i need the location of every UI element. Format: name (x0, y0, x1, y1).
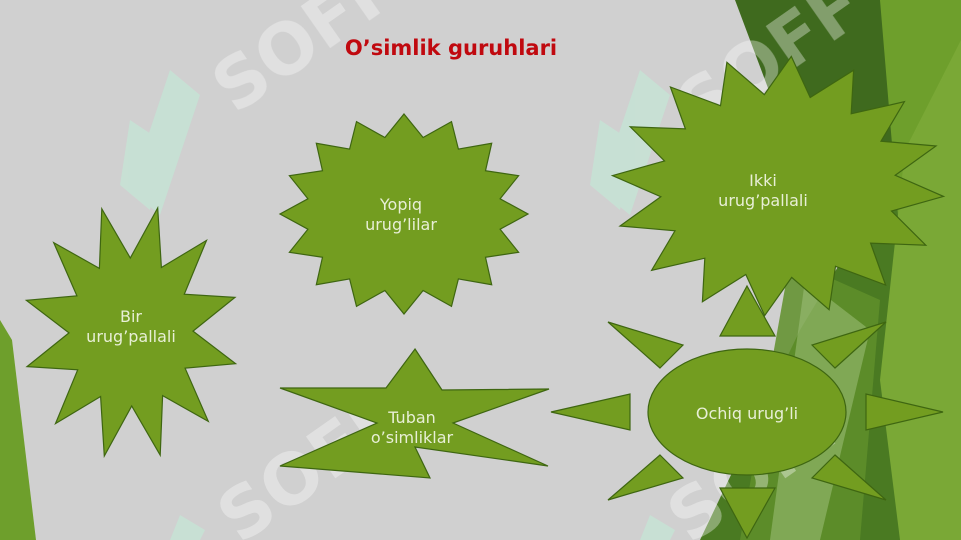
label-ochiq: Ochiq urug’li (677, 404, 817, 424)
label-tuban-line1: Tuban (388, 408, 436, 427)
star-ikki-shape (610, 55, 946, 317)
triangle-upper-right (810, 321, 887, 369)
label-tuban-line2: o’simliklar (370, 428, 454, 447)
label-yopiq-line2: urug’lilar (365, 215, 437, 234)
label-bir-line2: urug’pallali (86, 327, 176, 346)
label-ochiq-line1: Ochiq urug’li (695, 404, 799, 423)
triangle-bottom (718, 487, 777, 540)
label-yopiq-line1: Yopiq (379, 195, 423, 214)
label-ikki: Ikki urug’pallali (703, 171, 823, 211)
svg-text:SOFF: SOFF (198, 0, 413, 129)
triangle-top (718, 284, 777, 337)
watermark (120, 70, 675, 540)
label-ikki-line2: urug’pallali (718, 191, 808, 210)
triangle-left (550, 393, 631, 431)
ellipse-ochiq-shape (647, 348, 847, 476)
label-ikki-line1: Ikki (749, 171, 777, 190)
star-yopiq-shape (278, 113, 530, 315)
label-yopiq: Yopiq urug’lilar (351, 195, 451, 235)
label-tuban: Tuban o’simliklar (352, 408, 472, 448)
triangle-lower-left (607, 454, 685, 501)
star-bir-shape (24, 205, 238, 459)
star-tuban-shape (279, 347, 550, 479)
label-bir-line1: Bir (120, 307, 142, 326)
slide-title: O’simlik guruhlari (344, 36, 558, 60)
triangle-upper-left (607, 321, 685, 369)
left-decoration (0, 320, 36, 540)
triangle-lower-right (810, 454, 887, 501)
triangle-right (865, 393, 944, 431)
label-bir: Bir urug’pallali (71, 307, 191, 347)
